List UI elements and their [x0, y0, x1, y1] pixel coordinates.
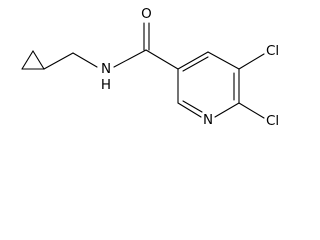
ring-bond-c3-c4: [177, 51, 209, 70]
ring-to-methylene-bond: [43, 52, 74, 70]
chlorine-top-label: Cl: [266, 43, 279, 59]
amide-nitrogen-label: N: [101, 61, 111, 77]
amide-n-to-carbonyl-bond: [113, 49, 147, 68]
pyridine-nitrogen-label: N: [203, 112, 213, 128]
ring-bond-c6-n: [214, 102, 240, 118]
amide-hydrogen-label: H: [101, 77, 111, 93]
ring-bond-n-c2-inner: [182, 100, 203, 113]
carbonyl-to-ring-bond: [145, 49, 179, 70]
cyclopropyl-bond-left: [21, 50, 34, 70]
ring-bond-n-c2: [177, 102, 202, 118]
c6-to-cl-bond: [238, 102, 265, 119]
cyclopropyl-bond-right: [32, 50, 45, 70]
c5-to-cl-bond: [238, 53, 265, 70]
methylene-to-amide-n-bond: [72, 52, 98, 68]
chlorine-bottom-label: Cl: [266, 113, 279, 129]
ring-bond-c4-c5: [207, 51, 240, 70]
oxygen-label: O: [141, 6, 152, 22]
ring-bond-c3-c4-inner: [182, 56, 209, 72]
chemical-structure: O N H N Cl Cl: [21, 6, 279, 129]
